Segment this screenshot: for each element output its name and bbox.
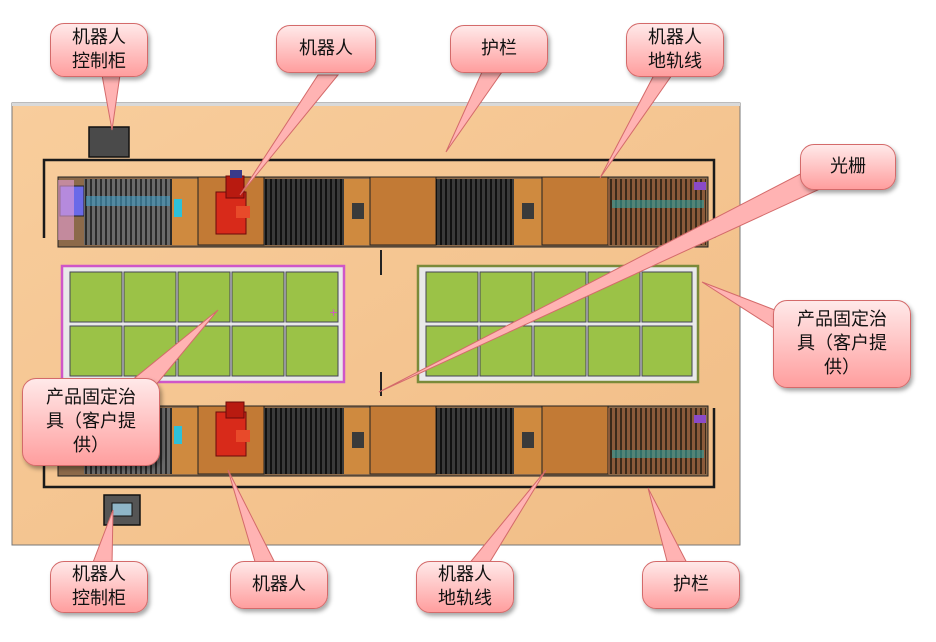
floor-top-edge	[12, 103, 740, 106]
callout-fixture-right: 产品固定治 具（客户提 供）	[773, 300, 911, 388]
svg-text:+: +	[329, 306, 338, 319]
callout-leaders	[91, 71, 823, 566]
robot-bottom	[215, 401, 250, 457]
callout-rail-bottom: 机器人 地轨线	[416, 561, 514, 613]
callout-robot-bottom: 机器人	[230, 561, 328, 609]
control-cabinet-top	[88, 126, 130, 158]
callout-robot-top: 机器人	[276, 25, 376, 73]
callout-guardrail-bottom: 护栏	[642, 561, 740, 609]
fixture-left: +	[60, 264, 346, 384]
callout-fixture-left: 产品固定治 具（客户提 供）	[22, 378, 160, 466]
callout-cabinet-bottom: 机器人 控制柜	[50, 561, 148, 613]
callout-cabinet-top: 机器人 控制柜	[50, 23, 148, 77]
callout-guardrail-top: 护栏	[450, 25, 548, 73]
callout-rail-top: 机器人 地轨线	[626, 23, 724, 77]
fixture-right	[416, 264, 700, 384]
callout-light-curtain: 光栅	[800, 144, 896, 190]
rail-track-top	[57, 176, 709, 248]
guardrail-top	[42, 158, 716, 238]
robot-top	[215, 170, 250, 235]
leader-robot-top	[239, 74, 340, 196]
